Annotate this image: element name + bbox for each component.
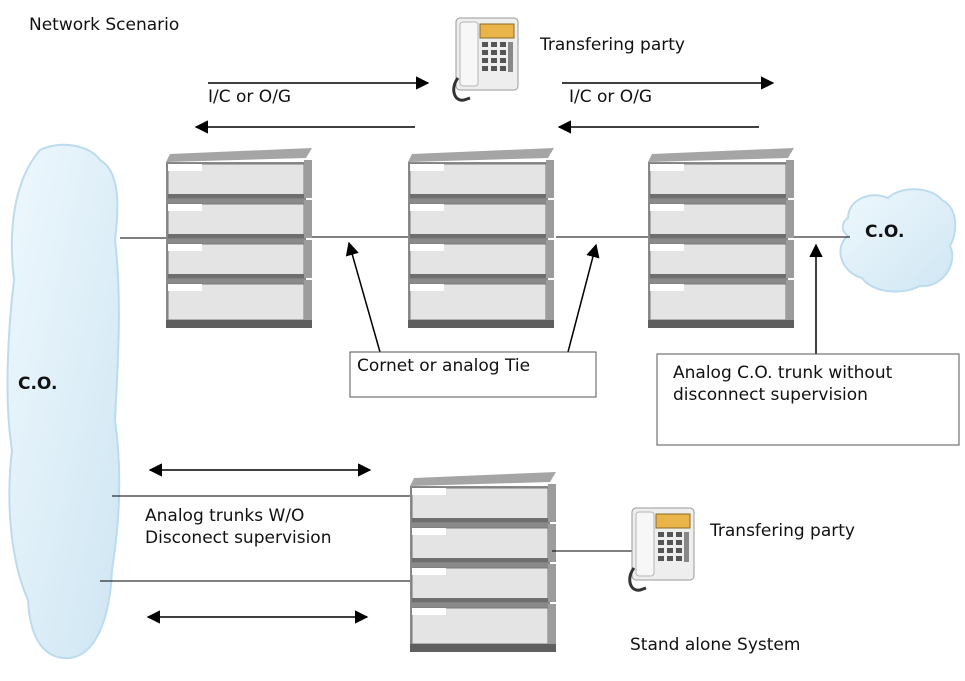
rack-2-server-icon (407, 147, 555, 329)
tie-box (349, 351, 597, 398)
analog-trunks-label-1: Analog trunks W/O (145, 506, 304, 526)
tie-arrow-right (567, 243, 600, 353)
transferring-party-bottom-phone-icon (628, 506, 696, 592)
co-left-cloud-icon (6, 143, 121, 660)
co-right-cloud-icon (839, 188, 957, 293)
tie-box-label: Cornet or analog Tie (357, 356, 530, 376)
transferring-party-bottom-label: Transfering party (709, 521, 855, 541)
transferring-party-top-phone-icon (452, 16, 520, 102)
rack-3-server-icon (647, 147, 795, 329)
standalone-label: Stand alone System (630, 635, 800, 655)
tie-arrow-left (345, 241, 381, 353)
co-left-label: C.O. (18, 374, 57, 394)
trunk-box-label-2: disconnect supervision (673, 385, 868, 405)
trunk-box (656, 353, 960, 446)
analog-trunks-label-2: Disconect supervision (145, 528, 331, 548)
co-right-label: C.O. (865, 222, 904, 242)
rack-1-server-icon (165, 147, 313, 329)
ic-og-right-label: I/C or O/G (569, 87, 652, 107)
ic-og-left-label: I/C or O/G (208, 87, 291, 107)
trunk-box-label-1: Analog C.O. trunk without (673, 363, 893, 383)
transferring-party-top-label: Transfering party (539, 35, 685, 55)
rack-4-server-icon (409, 471, 557, 653)
diagram-title: Network Scenario (29, 15, 179, 35)
